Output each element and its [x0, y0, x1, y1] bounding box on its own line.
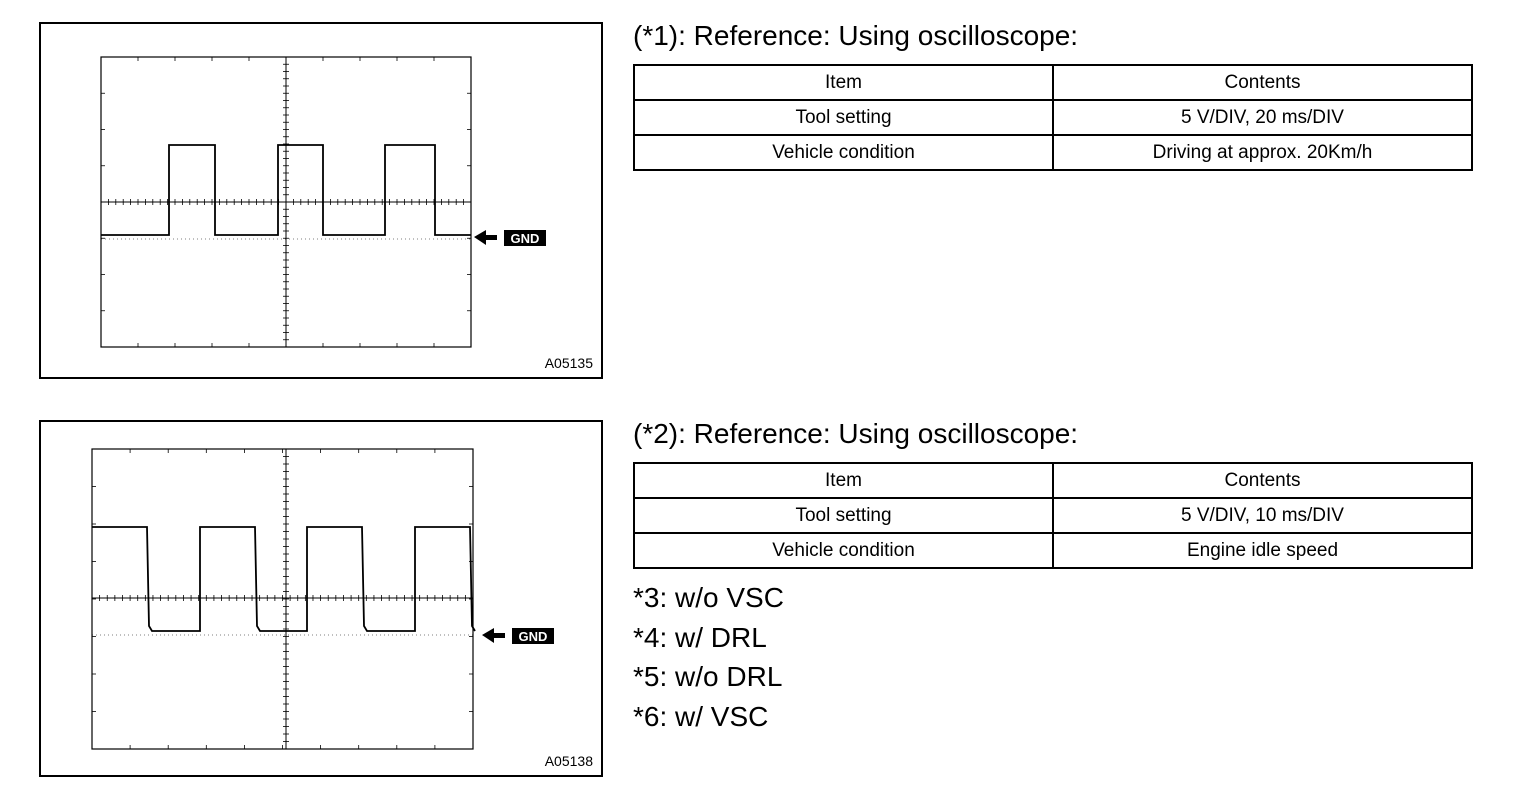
- oscilloscope-figure-2: GND A05138: [39, 420, 603, 777]
- table-row: Vehicle condition Driving at approx. 20K…: [633, 134, 1473, 171]
- table-cell: Tool setting: [633, 99, 1054, 136]
- oscilloscope-screen-1: GND: [100, 56, 546, 348]
- ground-arrow-icon: [482, 628, 505, 643]
- table-cell: Vehicle condition: [633, 532, 1054, 569]
- gnd-label: GND: [504, 230, 546, 246]
- table-header-row: Item Contents: [633, 462, 1473, 499]
- note-item: *3: w/o VSC: [633, 582, 784, 613]
- note-item: *4: w/ DRL: [633, 621, 767, 653]
- table-cell: 5 V/DIV, 10 ms/DIV: [1052, 497, 1473, 534]
- square-waveform: [92, 526, 476, 632]
- ground-arrow-icon: [474, 230, 497, 245]
- square-waveform: [101, 144, 471, 236]
- oscilloscope-figure-1: GND A05135: [39, 22, 603, 379]
- note-item: *5: w/o DRL: [633, 661, 783, 692]
- table-cell: Vehicle condition: [633, 134, 1054, 171]
- reference-heading-2: (*2): Reference: Using oscilloscope:: [633, 418, 1079, 449]
- note-item: *6: w/ VSC: [633, 700, 769, 732]
- figure-code: A05135: [544, 355, 593, 371]
- table-header-contents: Contents: [1052, 64, 1473, 101]
- svg-text:GND: GND: [511, 231, 540, 246]
- table-header-item: Item: [633, 462, 1054, 499]
- oscilloscope-screen-2: GND: [91, 448, 554, 750]
- table-row: Tool setting 5 V/DIV, 10 ms/DIV: [633, 497, 1473, 534]
- axis-ticks: [101, 57, 471, 347]
- reference-table-2: Item Contents Tool setting 5 V/DIV, 10 m…: [633, 462, 1473, 569]
- table-cell: Engine idle speed: [1052, 532, 1473, 569]
- table-header-contents: Contents: [1052, 462, 1473, 499]
- reference-heading-1: (*1): Reference: Using oscilloscope:: [633, 20, 1079, 51]
- svg-text:GND: GND: [519, 629, 548, 644]
- notes-list: *3: w/o VSC *4: w/ DRL *5: w/o DRL *6: w…: [633, 578, 784, 736]
- table-row: Vehicle condition Engine idle speed: [633, 532, 1473, 569]
- table-cell: Tool setting: [633, 497, 1054, 534]
- figure-code: A05138: [544, 753, 593, 769]
- table-row: Tool setting 5 V/DIV, 20 ms/DIV: [633, 99, 1473, 136]
- table-cell: Driving at approx. 20Km/h: [1052, 134, 1473, 171]
- reference-table-1: Item Contents Tool setting 5 V/DIV, 20 m…: [633, 64, 1473, 171]
- table-header-row: Item Contents: [633, 64, 1473, 101]
- table-cell: 5 V/DIV, 20 ms/DIV: [1052, 99, 1473, 136]
- table-header-item: Item: [633, 64, 1054, 101]
- gnd-label: GND: [512, 628, 554, 644]
